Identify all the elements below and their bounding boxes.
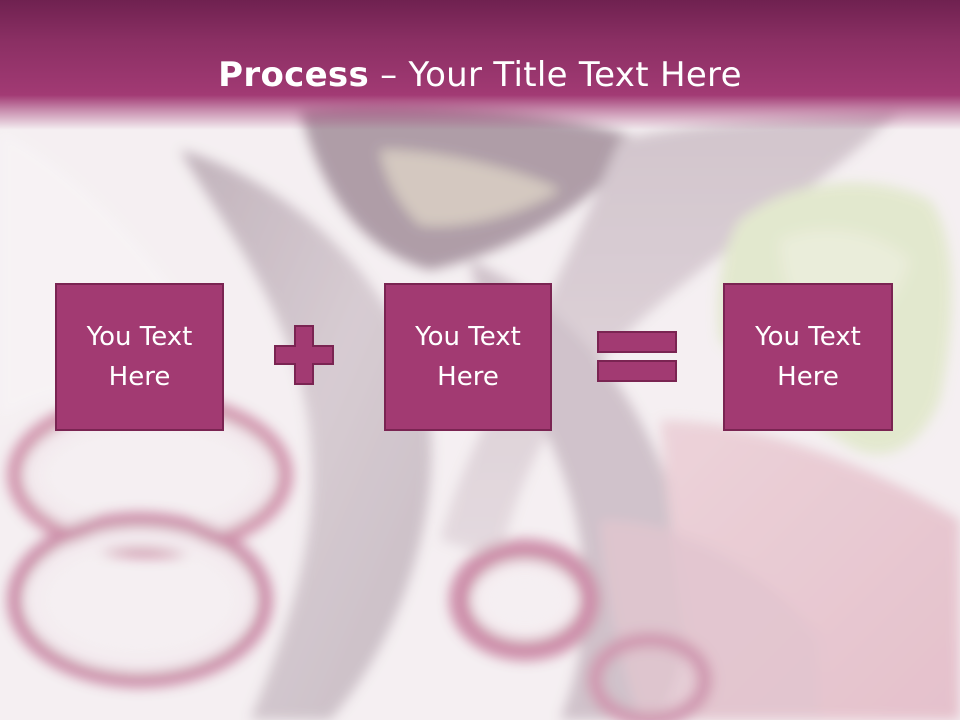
title-bar (0, 0, 960, 130)
process-box-1-text: You Text Here (86, 322, 193, 392)
slide-title-dash: – (369, 55, 409, 95)
process-box-3[interactable]: You Text Here (723, 283, 893, 431)
slide-title-bold: Process (218, 55, 370, 95)
process-box-1[interactable]: You Text Here (55, 283, 224, 431)
slide-title: Process – Your Title Text Here (0, 52, 960, 98)
process-box-2-text: You Text Here (415, 322, 521, 392)
plus-icon (274, 325, 334, 385)
equals-icon (597, 331, 677, 382)
process-box-3-text: You Text Here (755, 322, 861, 392)
slide-title-rest: Your Title Text Here (408, 55, 742, 95)
process-box-2[interactable]: You Text Here (384, 283, 552, 431)
